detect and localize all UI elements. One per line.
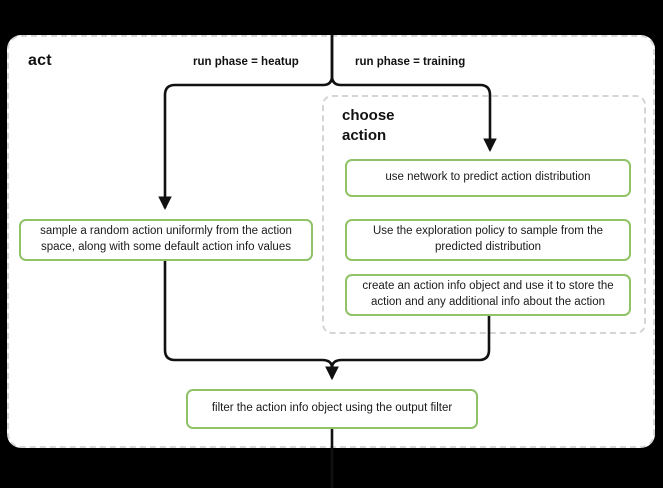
edge-label-training: run phase = training <box>355 56 466 68</box>
node-use-network-predict[interactable]: use network to predict action distributi… <box>345 159 631 197</box>
cluster-act-title: act <box>28 52 52 69</box>
node-filter-output-filter[interactable]: filter the action info object using the … <box>186 389 478 429</box>
cluster-choose-action-title: choose action <box>342 106 462 147</box>
choose-title-line-1: choose <box>342 107 395 124</box>
node-exploration-policy[interactable]: Use the exploration policy to sample fro… <box>345 219 631 261</box>
edge-label-heatup: run phase = heatup <box>193 56 299 68</box>
node-sample-random-action[interactable]: sample a random action uniformly from th… <box>19 219 313 261</box>
node-create-action-info[interactable]: create an action info object and use it … <box>345 274 631 316</box>
choose-title-line-2: action <box>342 127 387 145</box>
